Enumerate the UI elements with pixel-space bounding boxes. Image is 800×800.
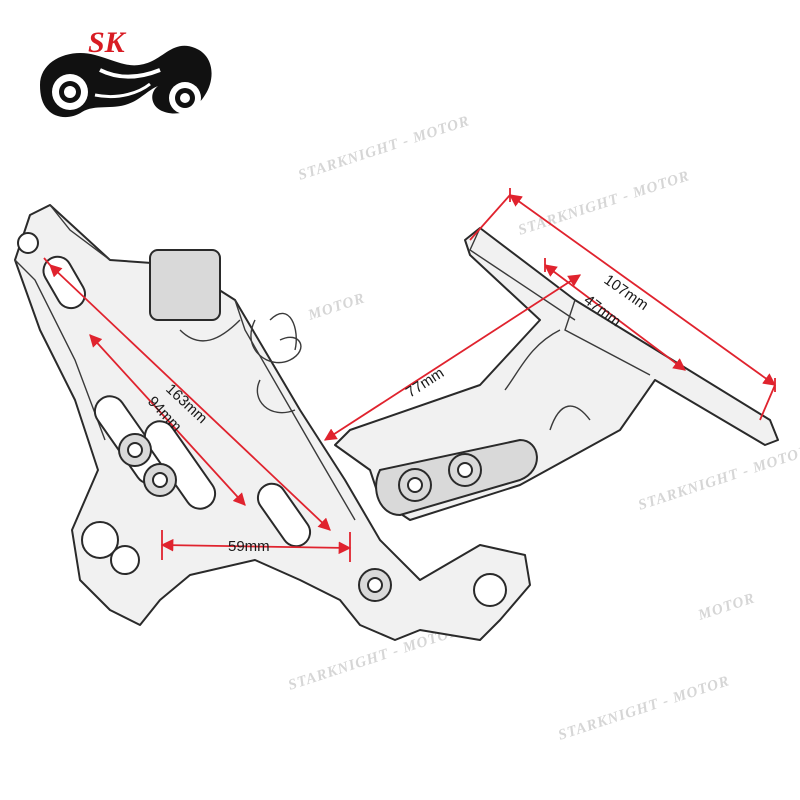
watermark: STARKNIGHT - MOTOR	[636, 443, 800, 514]
dim-line-59	[160, 538, 352, 555]
watermark: MOTOR	[305, 290, 367, 324]
dim-label-77: 77mm	[403, 364, 447, 401]
logo-text: SK	[88, 26, 127, 59]
watermark: STARKNIGHT - MOTOR	[516, 168, 692, 239]
watermark: STARKNIGHT - MOTOR	[296, 113, 472, 184]
dimension-lines	[43, 188, 777, 562]
dim-line-94	[89, 334, 246, 506]
watermark: STARKNIGHT - MOTOR	[286, 623, 462, 694]
watermark: STARKNIGHT - MOTOR	[556, 673, 732, 744]
dim-label-59: 59mm	[228, 538, 270, 555]
hinge-block	[149, 249, 221, 321]
brand-logo: SK	[40, 26, 212, 118]
dim-line-77	[323, 274, 582, 441]
watermark: MOTOR	[695, 590, 757, 624]
